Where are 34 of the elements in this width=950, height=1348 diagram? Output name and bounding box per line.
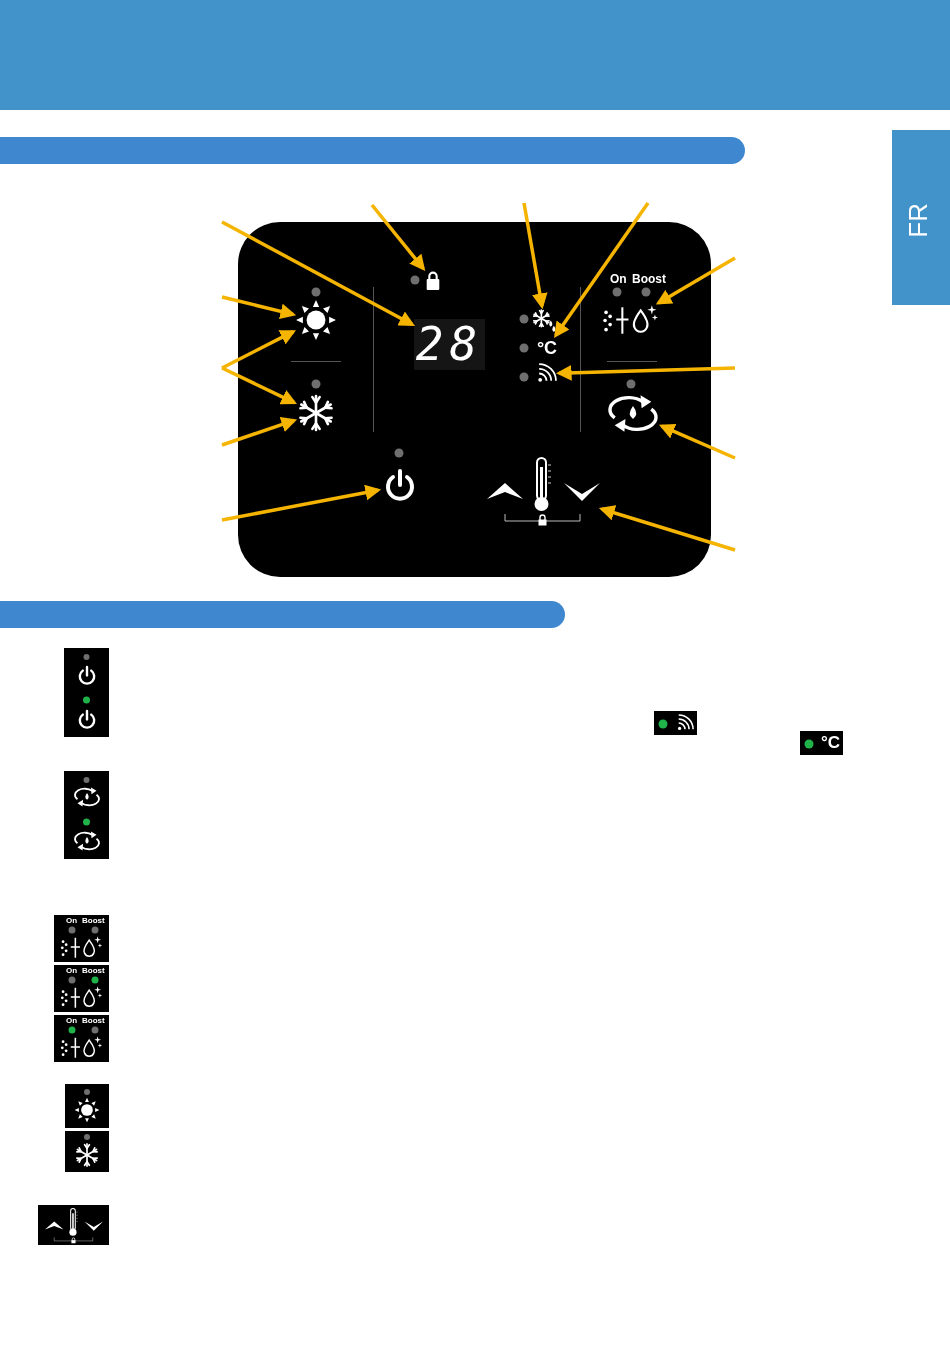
leader-arrow (221, 295, 297, 320)
snowflake-icon (296, 393, 336, 433)
unit-indicator: °C (535, 337, 559, 359)
language-code: FR (905, 203, 931, 238)
digit-display: 28 (414, 319, 485, 370)
indicator-label: Boost (632, 273, 666, 285)
section-bar (0, 601, 565, 628)
indicator-label: Boost (82, 967, 105, 975)
indicator-label: On (66, 917, 78, 925)
temperature-buttons-icon (487, 455, 600, 527)
sun-icon (295, 299, 337, 341)
leader-arrow (221, 484, 382, 522)
leader-arrow (655, 256, 736, 305)
electrolysis-icon (602, 304, 659, 335)
indicator-label: On (610, 273, 627, 285)
indicator-label: On (66, 967, 78, 975)
lock-icon (424, 270, 442, 291)
leader-arrow (555, 364, 736, 381)
indicator-label: Boost (82, 1017, 105, 1025)
leader-arrow (221, 417, 298, 447)
signal-icon (536, 363, 557, 384)
indicator-label: Boost (82, 917, 105, 925)
leader-arrow (221, 330, 296, 370)
leader-arrow (598, 505, 736, 552)
leader-arrow (554, 202, 650, 338)
leader-arrow (370, 203, 426, 271)
section-bar (0, 137, 745, 164)
leader-arrow (221, 220, 415, 326)
unit-label: °C (821, 734, 841, 751)
leader-arrow (221, 366, 298, 405)
leader-arrow (522, 202, 548, 310)
defrost-icon (532, 308, 557, 333)
leader-arrow (658, 423, 736, 460)
indicator-label: On (66, 1017, 78, 1025)
